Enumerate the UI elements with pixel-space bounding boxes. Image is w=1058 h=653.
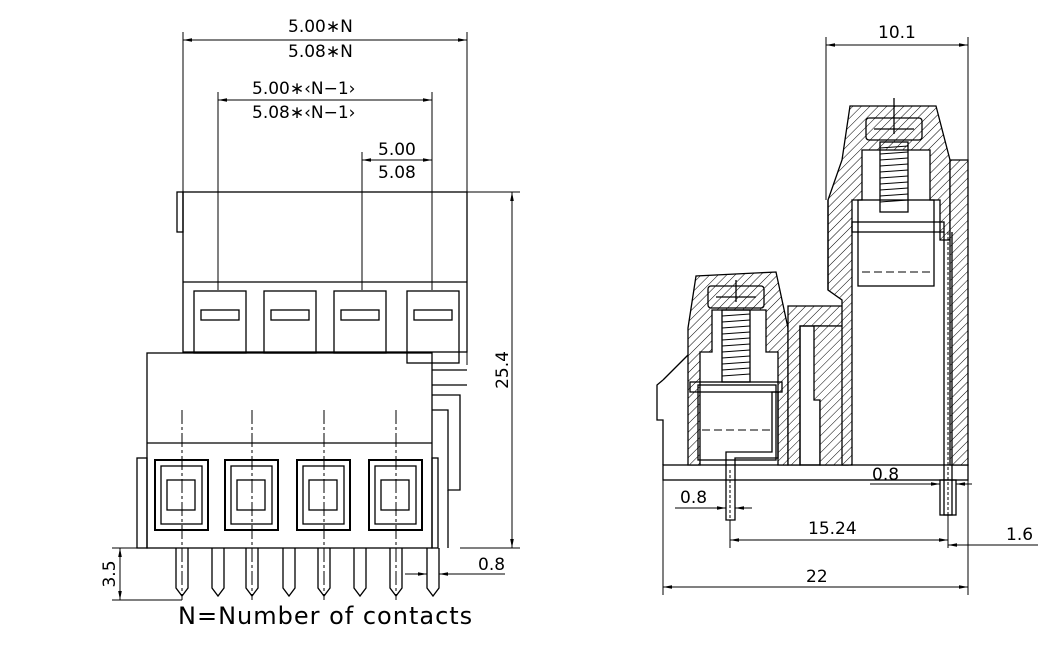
front-view: 5.00∗N 5.08∗N 5.00∗‹N−1› 5.08∗‹N−1› 5.00…: [100, 17, 520, 630]
dim-pin-length-label: 3.5: [100, 560, 120, 587]
dim-total-depth-label: 22: [806, 567, 828, 587]
lower-terminal: [662, 271, 789, 521]
dim-span-pitch-508-label: 5.08∗‹N−1›: [252, 103, 355, 123]
upper-window: [406, 290, 460, 364]
front-pins: [175, 548, 440, 598]
dim-row-spacing-label: 15.24: [808, 519, 857, 539]
dim-offset: 1.6: [948, 480, 1038, 595]
dim-pin-width-label: 0.8: [478, 555, 505, 575]
dim-pin-thickness-left: 0.8: [675, 488, 752, 510]
dim-span-pitch-500-label: 5.00∗‹N−1›: [252, 79, 355, 99]
dim-pitch-500-label: 5.00: [378, 140, 416, 160]
dim-pin-thickness-right-label: 0.8: [872, 465, 899, 485]
dim-top-width-label: 10.1: [878, 23, 916, 43]
upper-housing: [176, 191, 468, 548]
dim-pin-thickness-left-label: 0.8: [680, 488, 707, 508]
dim-total-pitch-508-label: 5.08∗N: [288, 42, 353, 62]
dim-pin-length: 3.5: [100, 547, 182, 601]
upper-window: [263, 290, 317, 354]
caption-contacts: N=Number of contacts: [178, 602, 473, 630]
dim-total-pitch-500-label: 5.00∗N: [288, 17, 353, 37]
dim-height: 25.4: [460, 191, 520, 549]
upper-window: [193, 290, 247, 354]
dim-pin-thickness-right: 0.8: [870, 465, 972, 486]
dim-pin-width: 0.8: [405, 555, 505, 576]
middle-partition: [787, 305, 849, 466]
upper-terminal: [827, 98, 969, 516]
dim-total-width: 5.00∗N 5.08∗N: [182, 17, 468, 365]
dim-row-spacing: 15.24: [729, 515, 949, 548]
upper-screw-thread: [879, 141, 909, 213]
lower-screw-thread: [721, 309, 751, 383]
dim-span: 5.00∗‹N−1› 5.08∗‹N−1›: [217, 79, 433, 290]
side-view: 10.1: [656, 23, 1038, 595]
dim-top-width: 10.1: [825, 23, 969, 200]
upper-window: [333, 290, 387, 354]
dim-total-depth: 22: [662, 480, 968, 595]
dim-height-label: 25.4: [493, 351, 513, 389]
dim-pitch-508-label: 5.08: [378, 163, 416, 183]
dim-pitch: 5.00 5.08: [361, 140, 432, 290]
dim-offset-label: 1.6: [1006, 525, 1033, 545]
lower-housing: [136, 352, 439, 600]
